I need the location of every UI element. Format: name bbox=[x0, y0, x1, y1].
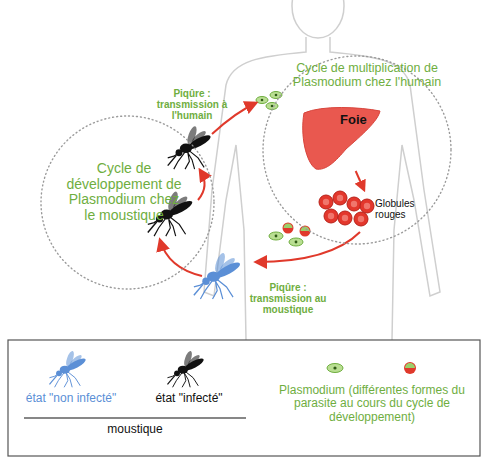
parasite-group bbox=[269, 223, 311, 247]
red-blood-cell bbox=[319, 195, 333, 209]
parasite-in-cell bbox=[284, 224, 293, 229]
flow-arrow bbox=[356, 171, 364, 190]
red-blood-cell-center bbox=[358, 216, 364, 222]
red-blood-cell-body bbox=[324, 209, 338, 223]
legend-parasite-in-cell bbox=[405, 363, 415, 368]
node-text: Globules rouges bbox=[375, 198, 429, 220]
node-text: Foie bbox=[340, 113, 380, 128]
parasite-nucleus bbox=[295, 241, 298, 244]
node-text: Cycle de multiplication de Plasmodium ch… bbox=[292, 61, 442, 89]
legend-text: état "non infecté" bbox=[16, 392, 126, 405]
infected-red-cell bbox=[300, 226, 311, 237]
dotted-cycle-outline bbox=[263, 56, 451, 244]
parasite-form bbox=[266, 103, 278, 110]
red-blood-cell-center bbox=[351, 201, 357, 207]
red-blood-cell bbox=[354, 212, 368, 226]
red-blood-cell bbox=[347, 197, 361, 211]
red-blood-cell-center bbox=[337, 195, 343, 201]
human-head bbox=[292, 0, 344, 38]
red-blood-cells: Globules rouges bbox=[317, 190, 429, 230]
legend-parasite-form bbox=[327, 364, 343, 373]
legend-uninfected-mosquito bbox=[49, 350, 87, 387]
legend-text: état "infecté" bbox=[134, 392, 244, 405]
infected-mosquito bbox=[168, 125, 213, 169]
parasite-form bbox=[256, 97, 268, 104]
parasite-nucleus bbox=[271, 105, 274, 108]
red-blood-cell bbox=[338, 211, 352, 225]
parasite-nucleus bbox=[275, 94, 278, 97]
liver-organ: Foie bbox=[300, 105, 382, 171]
legend-frame bbox=[8, 340, 480, 456]
cycle-arrow bbox=[160, 240, 202, 276]
bite-label: Piqûre : transmission à l'humain bbox=[150, 88, 234, 122]
parasite-nucleus bbox=[261, 99, 264, 102]
red-blood-cell-body bbox=[333, 191, 347, 205]
red-blood-cell-body bbox=[347, 197, 361, 211]
parasite-form bbox=[269, 232, 283, 240]
parasite-nucleus bbox=[275, 235, 278, 238]
red-blood-cell-body bbox=[338, 211, 352, 225]
parasite-group bbox=[256, 92, 282, 110]
legend-text: Plasmodium (différentes formes du parasi… bbox=[266, 384, 478, 424]
liver-shape bbox=[303, 108, 380, 170]
legend-group-line bbox=[24, 417, 246, 418]
legend-infected-mosquito bbox=[167, 350, 205, 387]
red-blood-cell bbox=[324, 209, 338, 223]
legend-parasite-nucleus bbox=[333, 366, 336, 369]
mosquito-cycle-circle: Cycle de développement de Plasmodium che… bbox=[40, 115, 215, 290]
cycle-arrow bbox=[256, 232, 360, 262]
red-blood-cell-center bbox=[342, 215, 348, 221]
node-text: Cycle de développement de Plasmodium che… bbox=[65, 161, 183, 224]
parasite-in-cell bbox=[301, 227, 310, 232]
parasite-form bbox=[289, 238, 303, 246]
red-blood-cell bbox=[333, 191, 347, 205]
red-blood-cells-outline bbox=[317, 190, 429, 230]
cycle-arrow bbox=[198, 170, 205, 200]
red-blood-cell-body bbox=[354, 212, 368, 226]
human-cycle-circle: Cycle de multiplication de Plasmodium ch… bbox=[262, 55, 452, 245]
legend-group-label: moustique bbox=[95, 423, 175, 436]
red-blood-cell bbox=[360, 199, 374, 213]
legend-infected-red-cell bbox=[404, 362, 416, 374]
red-blood-cell-body bbox=[319, 195, 333, 209]
bite-label: Piqûre : transmission au moustique bbox=[243, 282, 333, 316]
dotted-cycle-outline bbox=[41, 116, 214, 289]
infected-red-cell bbox=[283, 223, 294, 234]
red-blood-cell-center bbox=[323, 199, 329, 205]
red-blood-cell-center bbox=[364, 203, 370, 209]
red-blood-cell-center bbox=[328, 213, 334, 219]
red-blood-cell-body bbox=[360, 199, 374, 213]
